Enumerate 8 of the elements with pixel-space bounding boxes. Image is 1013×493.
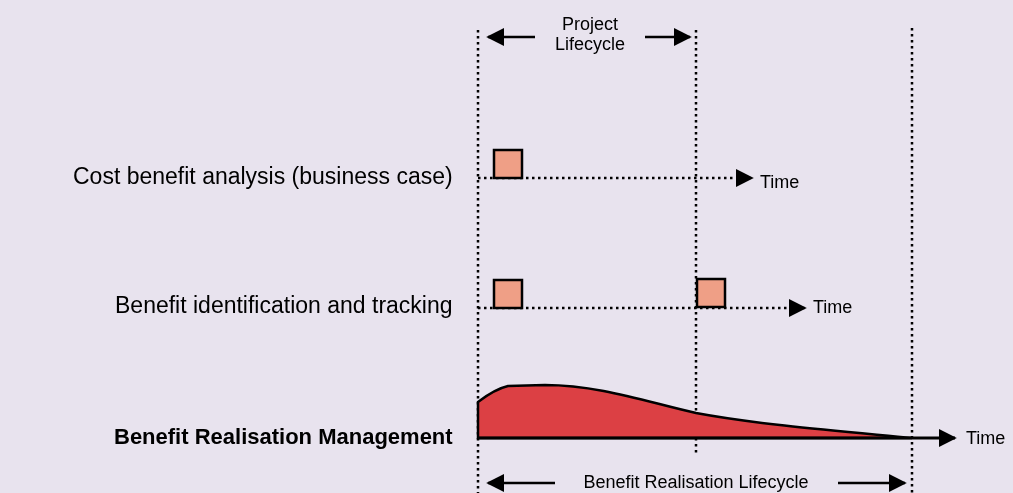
- span-label: Benefit Realisation Lifecycle: [583, 473, 809, 493]
- span-label: Project Lifecycle: [554, 15, 626, 55]
- row-label: Cost benefit analysis (business case): [73, 164, 453, 190]
- time-label: Time: [966, 429, 1006, 449]
- row-label: Benefit Realisation Management: [114, 425, 453, 450]
- time-label: Time: [813, 298, 853, 318]
- row-label: Benefit identification and tracking: [115, 293, 453, 319]
- time-label: Time: [760, 173, 800, 193]
